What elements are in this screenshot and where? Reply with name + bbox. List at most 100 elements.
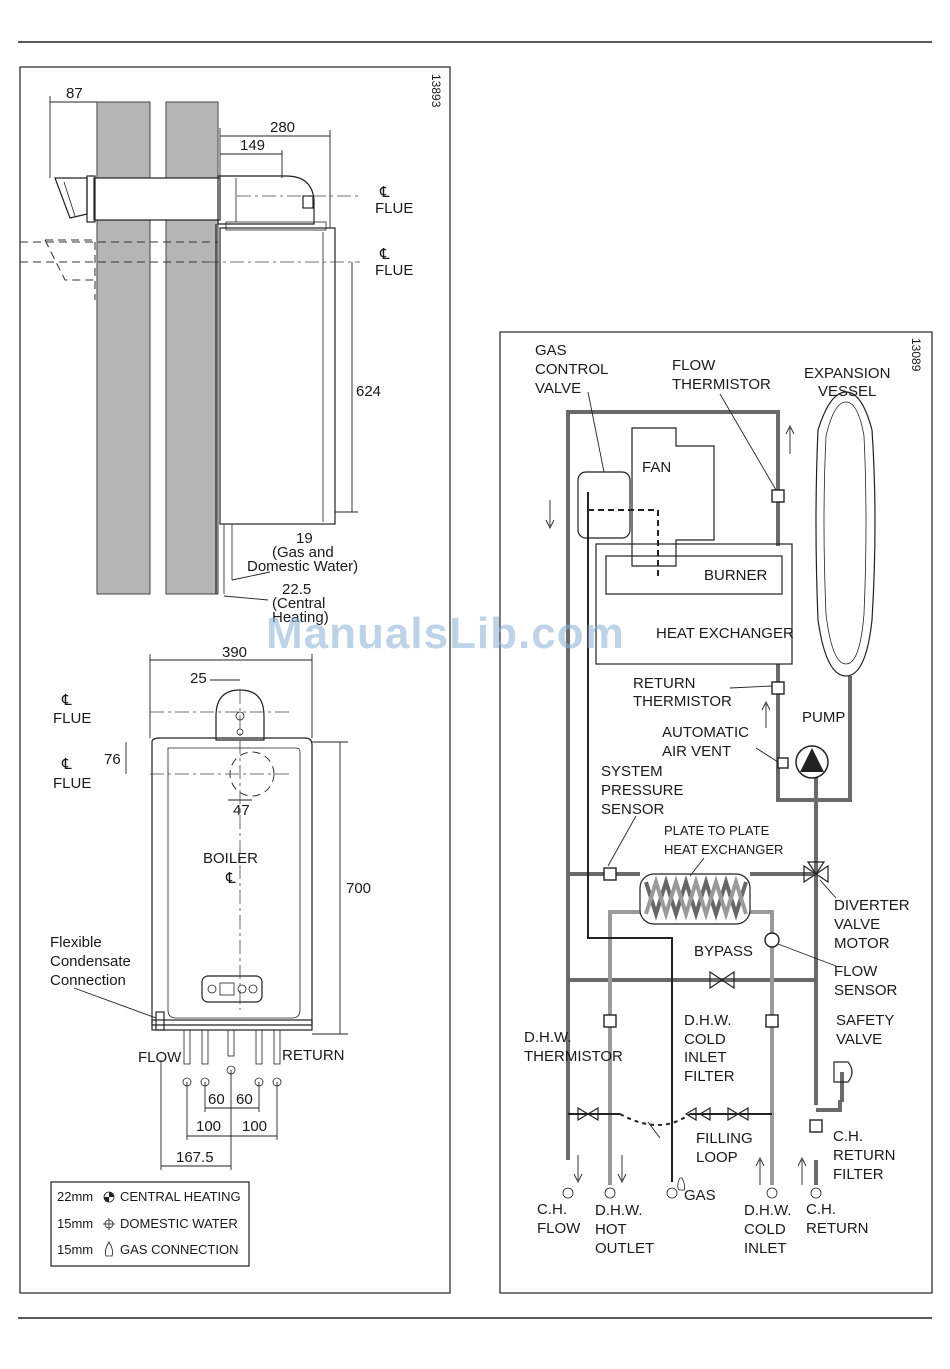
label-gas: GAS xyxy=(684,1187,716,1204)
dim-25: 25 xyxy=(190,670,207,687)
dim-76: 76 xyxy=(104,751,121,768)
legend-label-2: GAS CONNECTION xyxy=(120,1242,238,1257)
svg-text:HEAT EXCHANGER: HEAT EXCHANGER xyxy=(664,842,783,857)
svg-text:RETURN: RETURN xyxy=(633,675,696,692)
plate-heat-exchanger xyxy=(639,873,751,925)
boiler-side-body xyxy=(219,227,336,525)
svg-text:VALVE: VALVE xyxy=(535,380,581,397)
gas-feed-to-burner xyxy=(588,509,659,580)
legend-size-2: 15mm xyxy=(57,1242,93,1257)
cl-symbol-1: ℄ xyxy=(379,184,390,201)
label-ch-return: C.H. RETURN xyxy=(806,1201,869,1237)
svg-text:FLOW: FLOW xyxy=(537,1220,581,1237)
svg-text:C.H.: C.H. xyxy=(806,1201,836,1218)
dhw-hot-pipe xyxy=(608,910,640,1185)
gas-flame-icon-2 xyxy=(677,1177,686,1191)
flow-thermistor xyxy=(771,489,785,503)
dhw-hot-connection-icon xyxy=(604,1187,616,1199)
label-fan: FAN xyxy=(642,459,671,476)
safety-valve xyxy=(833,1061,853,1083)
svg-text:OUTLET: OUTLET xyxy=(595,1240,654,1257)
svg-text:PRESSURE: PRESSURE xyxy=(601,782,684,799)
label-flow-sensor: FLOW SENSOR xyxy=(834,963,898,999)
bypass-valve xyxy=(709,970,735,990)
return-thermistor xyxy=(771,681,785,695)
label-expansion-vessel: EXPANSION VESSEL xyxy=(804,365,890,400)
sample-point xyxy=(302,195,314,209)
burner xyxy=(605,555,783,595)
label-automatic-air-vent: AUTOMATIC AIR VENT xyxy=(662,724,749,760)
arrow-dhw-cold xyxy=(755,1156,765,1185)
filling-valve-right xyxy=(727,1106,749,1122)
flow-label: FLOW xyxy=(138,1049,182,1066)
svg-text:COLD: COLD xyxy=(744,1221,786,1238)
boiler-inner-panel xyxy=(167,747,301,1019)
flue-terminal-edge xyxy=(63,181,76,217)
front-flue-label-1: FLUE xyxy=(53,710,91,727)
dim-700: 700 xyxy=(346,880,371,897)
svg-text:C.H.: C.H. xyxy=(833,1128,863,1145)
dim-19: 19 xyxy=(296,530,313,547)
label-dhw-cold-inlet-filter: D.H.W. COLD INLET FILTER xyxy=(684,1012,735,1085)
svg-text:RETURN: RETURN xyxy=(833,1147,896,1164)
automatic-air-vent xyxy=(777,757,789,769)
svg-text:SYSTEM: SYSTEM xyxy=(601,763,663,780)
svg-text:GAS: GAS xyxy=(535,342,567,359)
boiler-label: BOILER xyxy=(203,850,258,867)
gas-control-valve xyxy=(577,471,631,539)
left-figure-code: 13893 xyxy=(429,74,443,108)
wall-right-lower xyxy=(165,219,219,595)
dim-100b: 100 xyxy=(242,1118,267,1135)
label-system-pressure-sensor: SYSTEM PRESSURE SENSOR xyxy=(601,763,684,818)
svg-text:VALVE: VALVE xyxy=(836,1031,882,1048)
dhw-cold-inlet-filter xyxy=(765,1014,779,1028)
svg-text:THERMISTOR: THERMISTOR xyxy=(524,1048,623,1065)
flow-sensor xyxy=(764,932,780,948)
arrow-up-2 xyxy=(761,700,771,728)
left-panel: 13893 xyxy=(19,66,451,1294)
label-burner: BURNER xyxy=(704,567,768,584)
right-figure-code: 13089 xyxy=(909,338,923,372)
dim-280: 280 xyxy=(270,119,295,136)
filling-valve-left xyxy=(577,1106,599,1122)
arrow-ch-flow xyxy=(573,1155,583,1184)
gas-dw-note-1: (Gas and xyxy=(272,544,334,561)
alt-terminal xyxy=(44,239,96,300)
system-pressure-sensor xyxy=(603,867,617,881)
svg-text:THERMISTOR: THERMISTOR xyxy=(672,376,771,393)
front-cl-2: ℄ xyxy=(61,756,72,773)
svg-text:FLOW: FLOW xyxy=(672,357,716,374)
svg-text:RETURN: RETURN xyxy=(806,1220,869,1237)
left-panel-frame xyxy=(19,66,451,1294)
dim-87: 87 xyxy=(66,85,83,102)
boiler-front-casing xyxy=(151,737,313,1026)
dim-60b: 60 xyxy=(236,1091,253,1108)
flue-elbow xyxy=(217,175,315,225)
control-panel xyxy=(201,975,263,1003)
flue-label-1: FLUE xyxy=(375,200,413,217)
dim-100a: 100 xyxy=(196,1118,221,1135)
flue-pipe xyxy=(93,177,221,221)
svg-text:CONTROL: CONTROL xyxy=(535,361,608,378)
svg-text:VALVE: VALVE xyxy=(834,916,880,933)
label-heat-exchanger: HEAT EXCHANGER xyxy=(656,625,794,642)
right-panel: 13089 xyxy=(499,331,933,1294)
label-dhw-hot-outlet: D.H.W. HOT OUTLET xyxy=(595,1202,654,1257)
label-flow-thermistor: FLOW THERMISTOR xyxy=(672,357,771,393)
legend-size-1: 15mm xyxy=(57,1216,93,1231)
boiler-cl: ℄ xyxy=(225,870,236,887)
legend-box xyxy=(50,1181,250,1267)
condensate-fitting xyxy=(155,1011,165,1031)
svg-text:HOT: HOT xyxy=(595,1221,627,1238)
condensate-2: Condensate xyxy=(50,953,131,970)
label-filling-loop: FILLING LOOP xyxy=(696,1130,753,1166)
label-bypass: BYPASS xyxy=(694,943,753,960)
dhw-cold-connection-icon xyxy=(766,1187,778,1199)
dim-22-5: 22.5 xyxy=(282,581,311,598)
ch-flow-connection-icon xyxy=(562,1187,574,1199)
svg-text:INLET: INLET xyxy=(684,1049,727,1066)
svg-text:COLD: COLD xyxy=(684,1031,726,1048)
label-gas-control-valve: GAS CONTROL VALVE xyxy=(535,342,608,397)
gas-pipe xyxy=(587,492,673,1182)
